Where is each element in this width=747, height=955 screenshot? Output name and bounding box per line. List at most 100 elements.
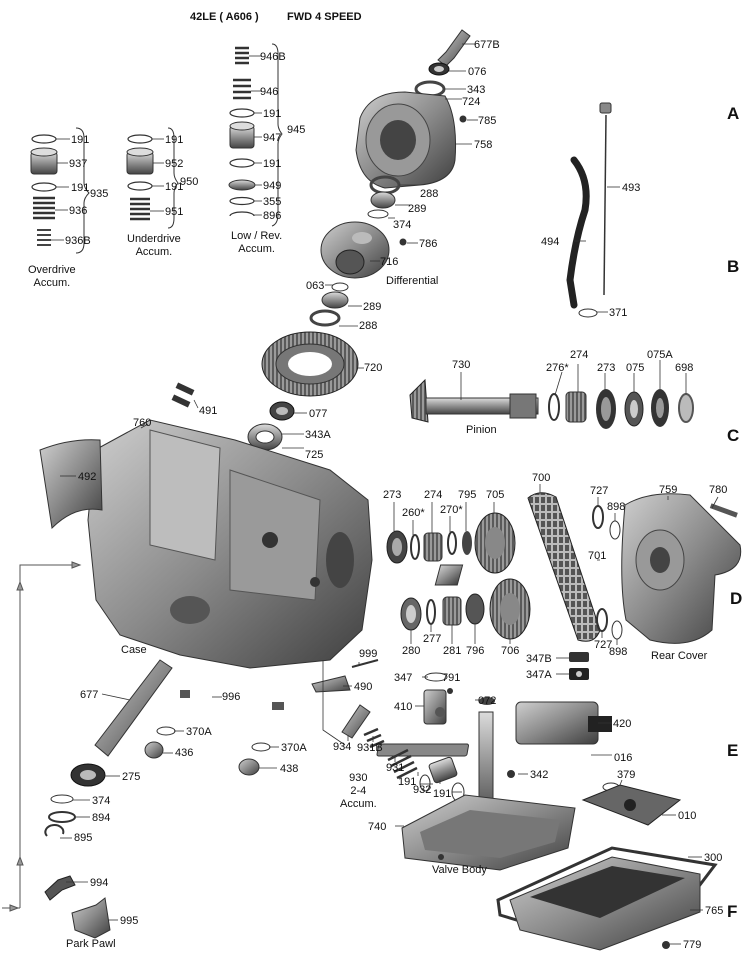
callout: 370A	[186, 726, 212, 738]
callout: 347A	[526, 669, 552, 681]
plug-438	[238, 758, 260, 776]
callout: 780	[709, 484, 728, 496]
callout: 276*	[546, 362, 569, 374]
callout: 490	[354, 681, 373, 693]
section-label-e: E	[727, 741, 739, 760]
callout: 994	[90, 877, 109, 889]
pin-999	[351, 659, 379, 668]
callout: 779	[683, 939, 702, 951]
spring-931b	[363, 727, 385, 749]
caption-pinion: Pinion	[466, 424, 497, 436]
callout: 374	[393, 219, 412, 231]
piston-932	[428, 756, 458, 784]
callout: 947	[263, 132, 282, 144]
callout: 700	[532, 472, 551, 484]
seal-072	[479, 697, 495, 705]
callout: 438	[280, 763, 299, 775]
callout: 371	[609, 307, 628, 319]
callout: 191	[71, 134, 90, 146]
bolt-791	[447, 688, 453, 694]
callout: 016	[614, 752, 633, 764]
callout: 010	[678, 810, 697, 822]
callout: 946B	[260, 51, 286, 63]
shim-374	[367, 209, 389, 219]
o-ring-898b	[611, 620, 623, 640]
callout: 946	[260, 86, 279, 98]
bolt-786	[399, 238, 407, 246]
snap-ring-894	[48, 811, 76, 823]
case-760	[87, 419, 373, 669]
callout: 895	[74, 832, 93, 844]
caption-low-rev-accum: Low / Rev.Accum.	[231, 230, 283, 255]
bolt-780	[709, 503, 738, 518]
callout: 355	[263, 196, 282, 208]
ring-374	[50, 794, 74, 804]
callout: 740	[368, 821, 387, 833]
callout: 677	[80, 689, 99, 701]
solenoid-410	[423, 689, 447, 725]
callout: 274	[570, 349, 589, 361]
drain-plug-779	[662, 941, 670, 949]
input-shaft-677	[94, 659, 173, 757]
overdrive-accumulator-parts	[30, 134, 58, 246]
o-ring-370a-1	[156, 726, 176, 736]
callout: 374	[92, 795, 111, 807]
callout: 999	[359, 648, 378, 660]
callout: 491	[199, 405, 218, 417]
callout: 727	[594, 639, 613, 651]
callout: 724	[462, 96, 481, 108]
chain-700	[527, 492, 601, 642]
callout: 896	[263, 210, 282, 222]
callout: 725	[305, 449, 324, 461]
callout: 760	[133, 417, 152, 429]
shim-260	[410, 534, 420, 560]
callout: 288	[420, 188, 439, 200]
callout: 191	[398, 776, 417, 788]
callout: 300	[704, 852, 723, 864]
guard-492	[39, 439, 103, 530]
callout: 931B	[357, 742, 383, 754]
callout: 698	[675, 362, 694, 374]
callout: 936	[69, 205, 88, 217]
callout: 765	[705, 905, 724, 917]
differential-716	[320, 221, 390, 279]
callout: 370A	[281, 742, 307, 754]
callout: 934	[333, 741, 352, 753]
callout: 075A	[647, 349, 673, 361]
callout: 898	[609, 646, 628, 658]
seals-347	[569, 652, 589, 680]
extension-housing-758	[355, 91, 457, 189]
callout: 273	[383, 489, 402, 501]
callout: 347B	[526, 653, 552, 665]
callout: 949	[263, 180, 282, 192]
shim-270	[447, 531, 457, 555]
callout: 289	[363, 301, 382, 313]
callout: 289	[408, 203, 427, 215]
leader-lines	[51, 43, 719, 945]
snap-ring-727b	[596, 608, 608, 632]
bearing-289b	[321, 291, 349, 309]
bearing-289	[370, 191, 396, 209]
section-label-a: A	[727, 104, 740, 123]
section-label-c: C	[727, 426, 740, 445]
callout: 791	[442, 672, 461, 684]
callout: 730	[452, 359, 471, 371]
dipstick-493	[603, 114, 607, 296]
callout: 995	[120, 915, 139, 927]
gasket-016	[376, 743, 469, 757]
callout: 492	[78, 471, 97, 483]
assembly-guide-arrows	[2, 561, 82, 912]
callout: 075	[626, 362, 645, 374]
section-label-b: B	[727, 257, 740, 276]
callout: 996	[222, 691, 241, 703]
callout: 191	[165, 181, 184, 193]
callout: 493	[622, 182, 641, 194]
callout: 191	[165, 134, 184, 146]
bearing-274	[565, 391, 587, 423]
callout: 898	[607, 501, 626, 513]
callout: 280	[402, 645, 421, 657]
o-ring-370a-2	[251, 742, 271, 752]
